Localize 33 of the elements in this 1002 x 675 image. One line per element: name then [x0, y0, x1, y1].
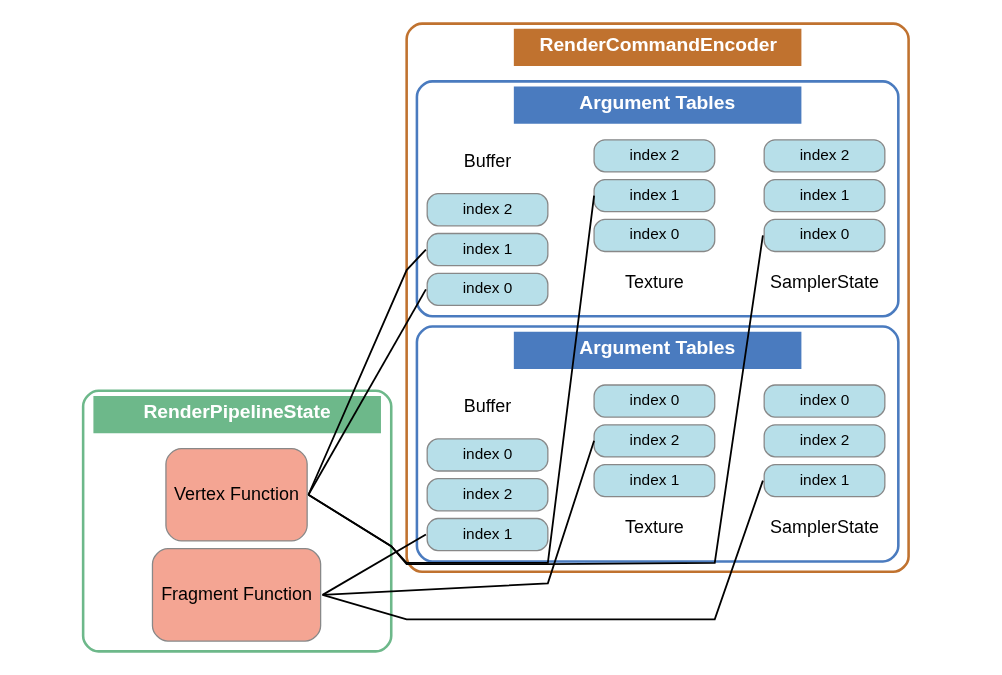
connector — [321, 439, 595, 596]
node-box: index 2 — [763, 424, 886, 458]
node-box: Fragment Function — [151, 548, 322, 642]
connector — [321, 479, 764, 621]
label: SamplerState — [770, 516, 879, 537]
node-box: index 1 — [426, 232, 549, 267]
connector — [307, 248, 427, 496]
connector — [321, 533, 427, 596]
node-box: index 0 — [593, 384, 716, 418]
node-box: index 2 — [426, 478, 549, 512]
node-box: Vertex Function — [165, 447, 308, 542]
label: Buffer — [463, 396, 512, 417]
node-box: index 0 — [593, 218, 716, 253]
node-box: index 0 — [763, 218, 886, 253]
node-box: index 0 — [426, 438, 549, 472]
node-box: index 2 — [593, 139, 716, 173]
node-box: index 1 — [593, 178, 716, 213]
node-box: index 1 — [593, 463, 716, 498]
node-box: index 2 — [426, 193, 549, 227]
connector — [307, 234, 764, 565]
node-box: index 0 — [763, 384, 886, 418]
node-box: index 1 — [426, 517, 549, 552]
label: SamplerState — [770, 271, 879, 292]
connector — [307, 194, 595, 564]
node-box: index 0 — [426, 272, 549, 307]
node-box: index 1 — [763, 178, 886, 213]
node-box: index 1 — [763, 463, 886, 498]
label: Texture — [624, 516, 684, 537]
label: Texture — [624, 271, 684, 292]
connector — [307, 288, 427, 496]
node-box: index 2 — [763, 139, 886, 173]
label: Buffer — [463, 151, 512, 172]
node-box: index 2 — [593, 424, 716, 458]
